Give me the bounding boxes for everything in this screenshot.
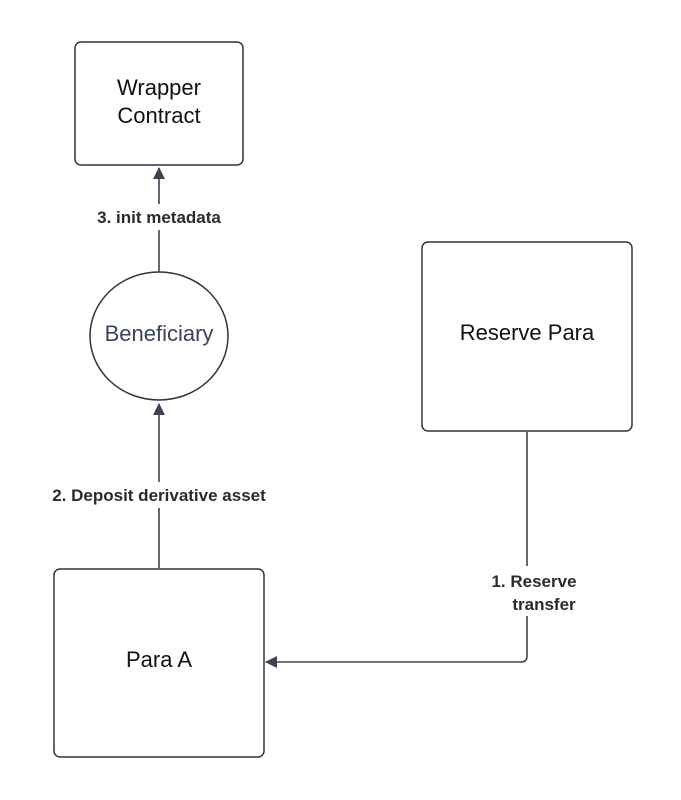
edge-deposit-derivative-label-bg bbox=[38, 482, 280, 508]
edge-init-metadata-label-bg bbox=[86, 204, 232, 230]
node-reserve-para-label: Reserve Para bbox=[460, 320, 595, 345]
node-beneficiary: Beneficiary bbox=[89, 271, 229, 401]
node-reserve-para: Reserve Para bbox=[421, 241, 633, 432]
edge-deposit-derivative: 2. Deposit derivative asset bbox=[38, 403, 280, 568]
node-beneficiary-circle bbox=[89, 271, 229, 401]
node-beneficiary-label: Beneficiary bbox=[105, 321, 214, 346]
node-para-a-box bbox=[53, 568, 265, 758]
edge-init-metadata-label: 3. init metadata bbox=[97, 208, 221, 227]
edge-reserve-transfer: 1. Reserve transfer bbox=[265, 432, 578, 668]
node-para-a-label: Para A bbox=[126, 647, 192, 672]
node-para-a: Para A bbox=[53, 568, 265, 758]
node-wrapper-contract-label-line2: Contract bbox=[117, 103, 200, 128]
edge-reserve-transfer-label-line2: transfer bbox=[512, 595, 576, 614]
node-reserve-para-box bbox=[421, 241, 633, 432]
node-wrapper-contract-label-line1: Wrapper bbox=[117, 75, 201, 100]
node-wrapper-contract-box bbox=[74, 41, 244, 166]
edge-reserve-transfer-line bbox=[265, 432, 528, 668]
edge-init-metadata: 3. init metadata bbox=[86, 167, 232, 272]
edge-reserve-transfer-label-bg bbox=[482, 566, 578, 616]
node-wrapper-contract: Wrapper Contract bbox=[74, 41, 244, 166]
edge-deposit-derivative-label: 2. Deposit derivative asset bbox=[52, 486, 266, 505]
edge-reserve-transfer-label-line1: 1. Reserve bbox=[491, 572, 576, 591]
